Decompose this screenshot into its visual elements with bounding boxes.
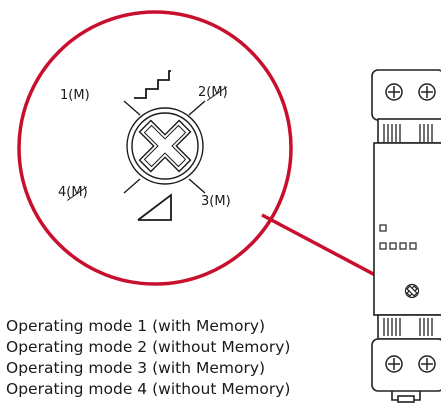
rotary-dial-icon: [123, 100, 206, 194]
mode-4-number: 4: [58, 185, 67, 200]
legend-item-mode-1: Operating mode 1 (with Memory): [6, 317, 266, 335]
ramp-icon: [137, 193, 172, 221]
screw-terminal-icon: [385, 83, 436, 101]
device-dial-icon: [404, 283, 420, 299]
screw-terminal-icon: [385, 355, 436, 373]
mode-legend: Operating mode 1 (with Memory) Operating…: [6, 316, 290, 400]
mode-2-label: 2(M): [198, 85, 228, 100]
legend-item-mode-2: Operating mode 2 (without Memory): [6, 338, 291, 356]
mode-2-number: 2: [198, 85, 207, 100]
staircase-icon: [134, 70, 171, 99]
bottom-terminal-grille: [383, 318, 433, 336]
legend-item-mode-4: Operating mode 4 (without Memory): [6, 380, 291, 398]
mode-2-memory-struck: (M): [206, 85, 228, 100]
dip-switch-row: [379, 242, 417, 250]
mode-1-number: 1: [60, 88, 69, 103]
mode-1-label: 1(M): [60, 88, 90, 103]
mode-3-label: 3(M): [201, 194, 231, 209]
mode-3-memory: (M): [209, 194, 231, 209]
indicator-led: [379, 224, 387, 232]
top-terminal-grille: [383, 124, 433, 142]
legend-item-mode-3: Operating mode 3 (with Memory): [6, 359, 266, 377]
mode-1-memory: (M): [68, 88, 90, 103]
mode-4-label: 4(M): [58, 185, 88, 200]
callout-circle: [17, 10, 293, 286]
din-rail-device: [371, 69, 441, 403]
mode-3-number: 3: [201, 194, 210, 209]
mode-4-memory-struck: (M): [66, 185, 88, 200]
